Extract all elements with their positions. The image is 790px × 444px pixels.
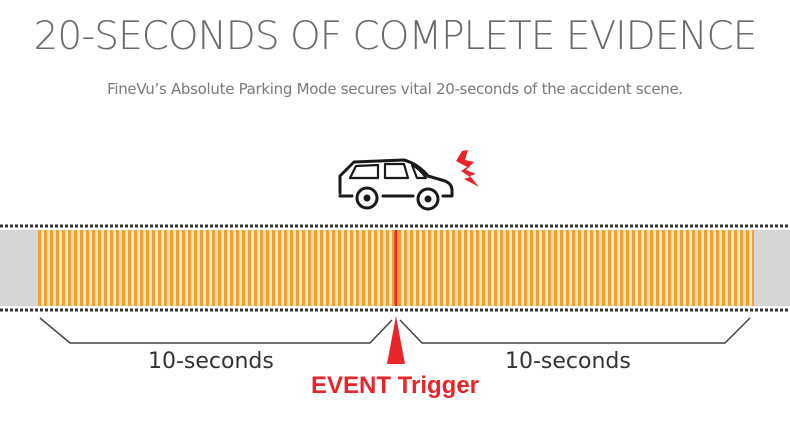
segment-label-before: 10-seconds <box>148 349 274 374</box>
page-title: 20-SECONDS OF COMPLETE EVIDENCE <box>33 14 758 59</box>
buffer-right <box>754 230 790 306</box>
car-icon <box>338 158 454 211</box>
bracket-after <box>399 317 751 344</box>
recording-segment-after <box>396 230 754 306</box>
event-trigger-label: EVENT Trigger <box>310 372 480 399</box>
impact-lightning-icon <box>456 150 479 187</box>
recording-segment-before <box>38 230 396 306</box>
page-subtitle: FineVu’s Absolute Parking Mode secures v… <box>107 80 683 98</box>
segment-label-after: 10-seconds <box>505 349 631 374</box>
bracket-before <box>39 317 393 344</box>
event-arrow-icon <box>387 316 405 364</box>
buffer-left <box>0 230 38 306</box>
